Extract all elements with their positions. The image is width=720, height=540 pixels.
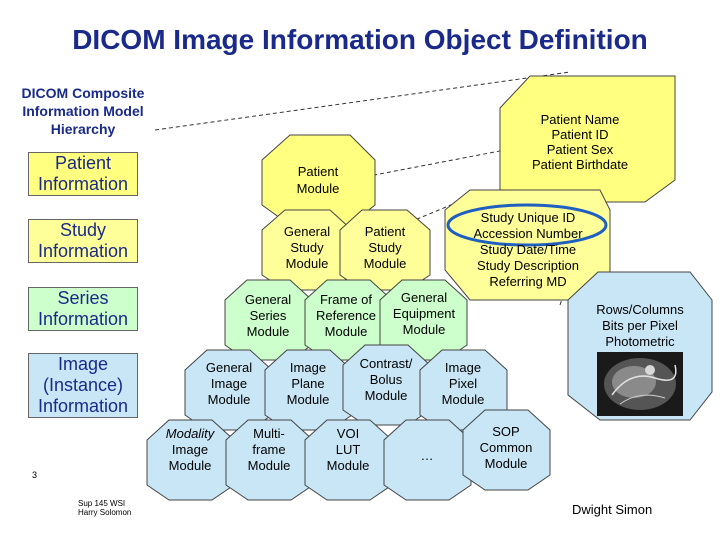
radiograph-thumbnail <box>597 352 683 416</box>
module-label: General <box>206 360 252 375</box>
module-label: Image <box>172 442 208 457</box>
level-label: Information <box>37 309 129 329</box>
footer-reference-line: Sup 145 WSI <box>78 499 126 508</box>
footer-author: Dwight Simon <box>572 502 653 517</box>
module-label: frame <box>252 442 285 457</box>
module-label: Contrast/ <box>360 356 413 371</box>
module-label: Bolus <box>370 372 403 387</box>
module-label: Module <box>364 256 407 271</box>
level-series-information: Series Information <box>28 287 138 331</box>
hierarchy-title-line: DICOM Composite <box>21 85 145 101</box>
module-label: Module <box>297 181 340 196</box>
module-label: Common <box>480 440 533 455</box>
module-label: Module <box>365 388 408 403</box>
module-label: SOP <box>492 424 519 439</box>
sop-common-module-hex <box>462 409 551 491</box>
module-label: … <box>421 448 434 463</box>
module-label: Multi- <box>253 426 285 441</box>
image-attribute: Rows/Columns <box>596 302 684 317</box>
module-label: Module <box>403 322 446 337</box>
study-connector-line <box>409 196 471 223</box>
module-label: Pixel <box>449 376 477 391</box>
footer-reference-line: Harry Solomon <box>78 508 132 517</box>
page-number: 3 <box>32 470 38 480</box>
module-label: Equipment <box>393 306 456 321</box>
patient-attribute: Patient Name <box>541 112 620 127</box>
level-label: Study <box>59 220 107 240</box>
module-label: Study <box>368 240 402 255</box>
module-label: Module <box>247 324 290 339</box>
level-label: Image <box>57 354 109 374</box>
module-label: Patient <box>365 224 406 239</box>
module-label: Module <box>286 256 329 271</box>
level-label: Series <box>57 288 109 308</box>
level-image-information: Image (Instance) Information <box>28 353 138 418</box>
study-attribute: Accession Number <box>473 226 583 241</box>
image-attribute: Bits per Pixel <box>602 318 678 333</box>
level-label: Information <box>37 396 129 416</box>
highlight-ellipse <box>446 203 608 247</box>
study-attribute: Referring MD <box>489 274 566 289</box>
footer-reference: Sup 145 WSI Harry Solomon <box>78 499 131 517</box>
module-label: Reference <box>316 308 376 323</box>
module-label: Image <box>445 360 481 375</box>
module-label: Series <box>250 308 287 323</box>
module-label: Modality <box>166 426 216 441</box>
module-label: Module <box>287 392 330 407</box>
image-attribute: Photometric <box>605 334 675 349</box>
ellipsis-module-hex <box>383 419 472 501</box>
module-label: General <box>284 224 330 239</box>
module-label: VOI <box>337 426 359 441</box>
module-label: Module <box>325 324 368 339</box>
study-attribute: Study Unique ID <box>481 210 576 225</box>
study-attribute: Study Description <box>477 258 579 273</box>
patient-attribute: Patient ID <box>551 127 608 142</box>
level-patient-information: Patient Information <box>28 152 138 196</box>
module-label: Module <box>208 392 251 407</box>
module-label: Image <box>290 360 326 375</box>
module-label: Module <box>442 392 485 407</box>
module-label: Plane <box>291 376 324 391</box>
module-label: Study <box>290 240 324 255</box>
module-label: General <box>245 292 291 307</box>
patient-connector-line <box>269 149 506 196</box>
page-title: DICOM Image Information Object Definitio… <box>72 24 648 55</box>
level-study-information: Study Information <box>28 219 138 263</box>
module-label: Module <box>169 458 212 473</box>
patient-module-hex <box>261 134 376 226</box>
hierarchy-title-line: Hierarchy <box>50 121 116 137</box>
module-label: Module <box>248 458 291 473</box>
module-label: General <box>401 290 447 305</box>
module-label: Patient <box>298 164 339 179</box>
module-label: LUT <box>336 442 361 457</box>
module-label: Frame of <box>320 292 372 307</box>
level-label: (Instance) <box>42 375 124 395</box>
level-label: Information <box>37 241 129 261</box>
level-label: Information <box>37 174 129 194</box>
hierarchy-title: DICOM Composite Information Model Hierar… <box>8 84 158 138</box>
level-label: Patient <box>54 153 112 173</box>
hierarchy-title-line: Information Model <box>22 103 144 119</box>
module-label: Module <box>327 458 370 473</box>
patient-attribute: Patient Sex <box>547 142 614 157</box>
module-label: Image <box>211 376 247 391</box>
module-label: Module <box>485 456 528 471</box>
patient-attribute: Patient Birthdate <box>532 157 628 172</box>
study-attribute: Study Date/Time <box>480 242 576 257</box>
